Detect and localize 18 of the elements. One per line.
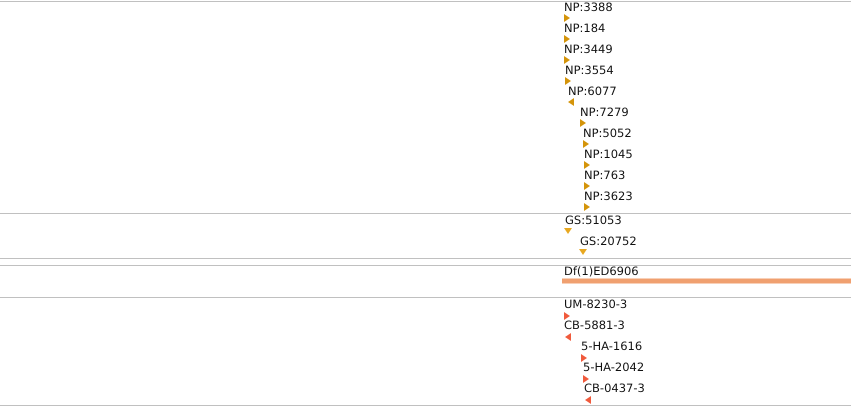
feature-label: 5-HA-2042	[583, 361, 644, 374]
feature-label: NP:3449	[564, 43, 613, 56]
feature-label: NP:6077	[568, 85, 617, 98]
feature-label: Df(1)ED6906	[564, 265, 639, 278]
feature-label: CB-5881-3	[564, 319, 625, 332]
feature-label: NP:7279	[580, 106, 629, 119]
feature-label: 5-HA-1616	[581, 340, 642, 353]
feature-label: UM-8230-3	[564, 298, 628, 311]
feature-label: CB-0437-3	[584, 382, 645, 395]
feature-label: NP:5052	[583, 127, 632, 140]
feature-label: GS:51053	[565, 214, 622, 227]
feature-label: NP:3623	[584, 190, 633, 203]
feature-label: NP:3388	[564, 1, 613, 14]
feature-label: GS:20752	[580, 235, 637, 248]
feature-label: NP:763	[584, 169, 626, 182]
feature-label: NP:184	[564, 22, 606, 35]
feature-label: NP:1045	[584, 148, 633, 161]
feature-label: NP:3554	[565, 64, 614, 77]
